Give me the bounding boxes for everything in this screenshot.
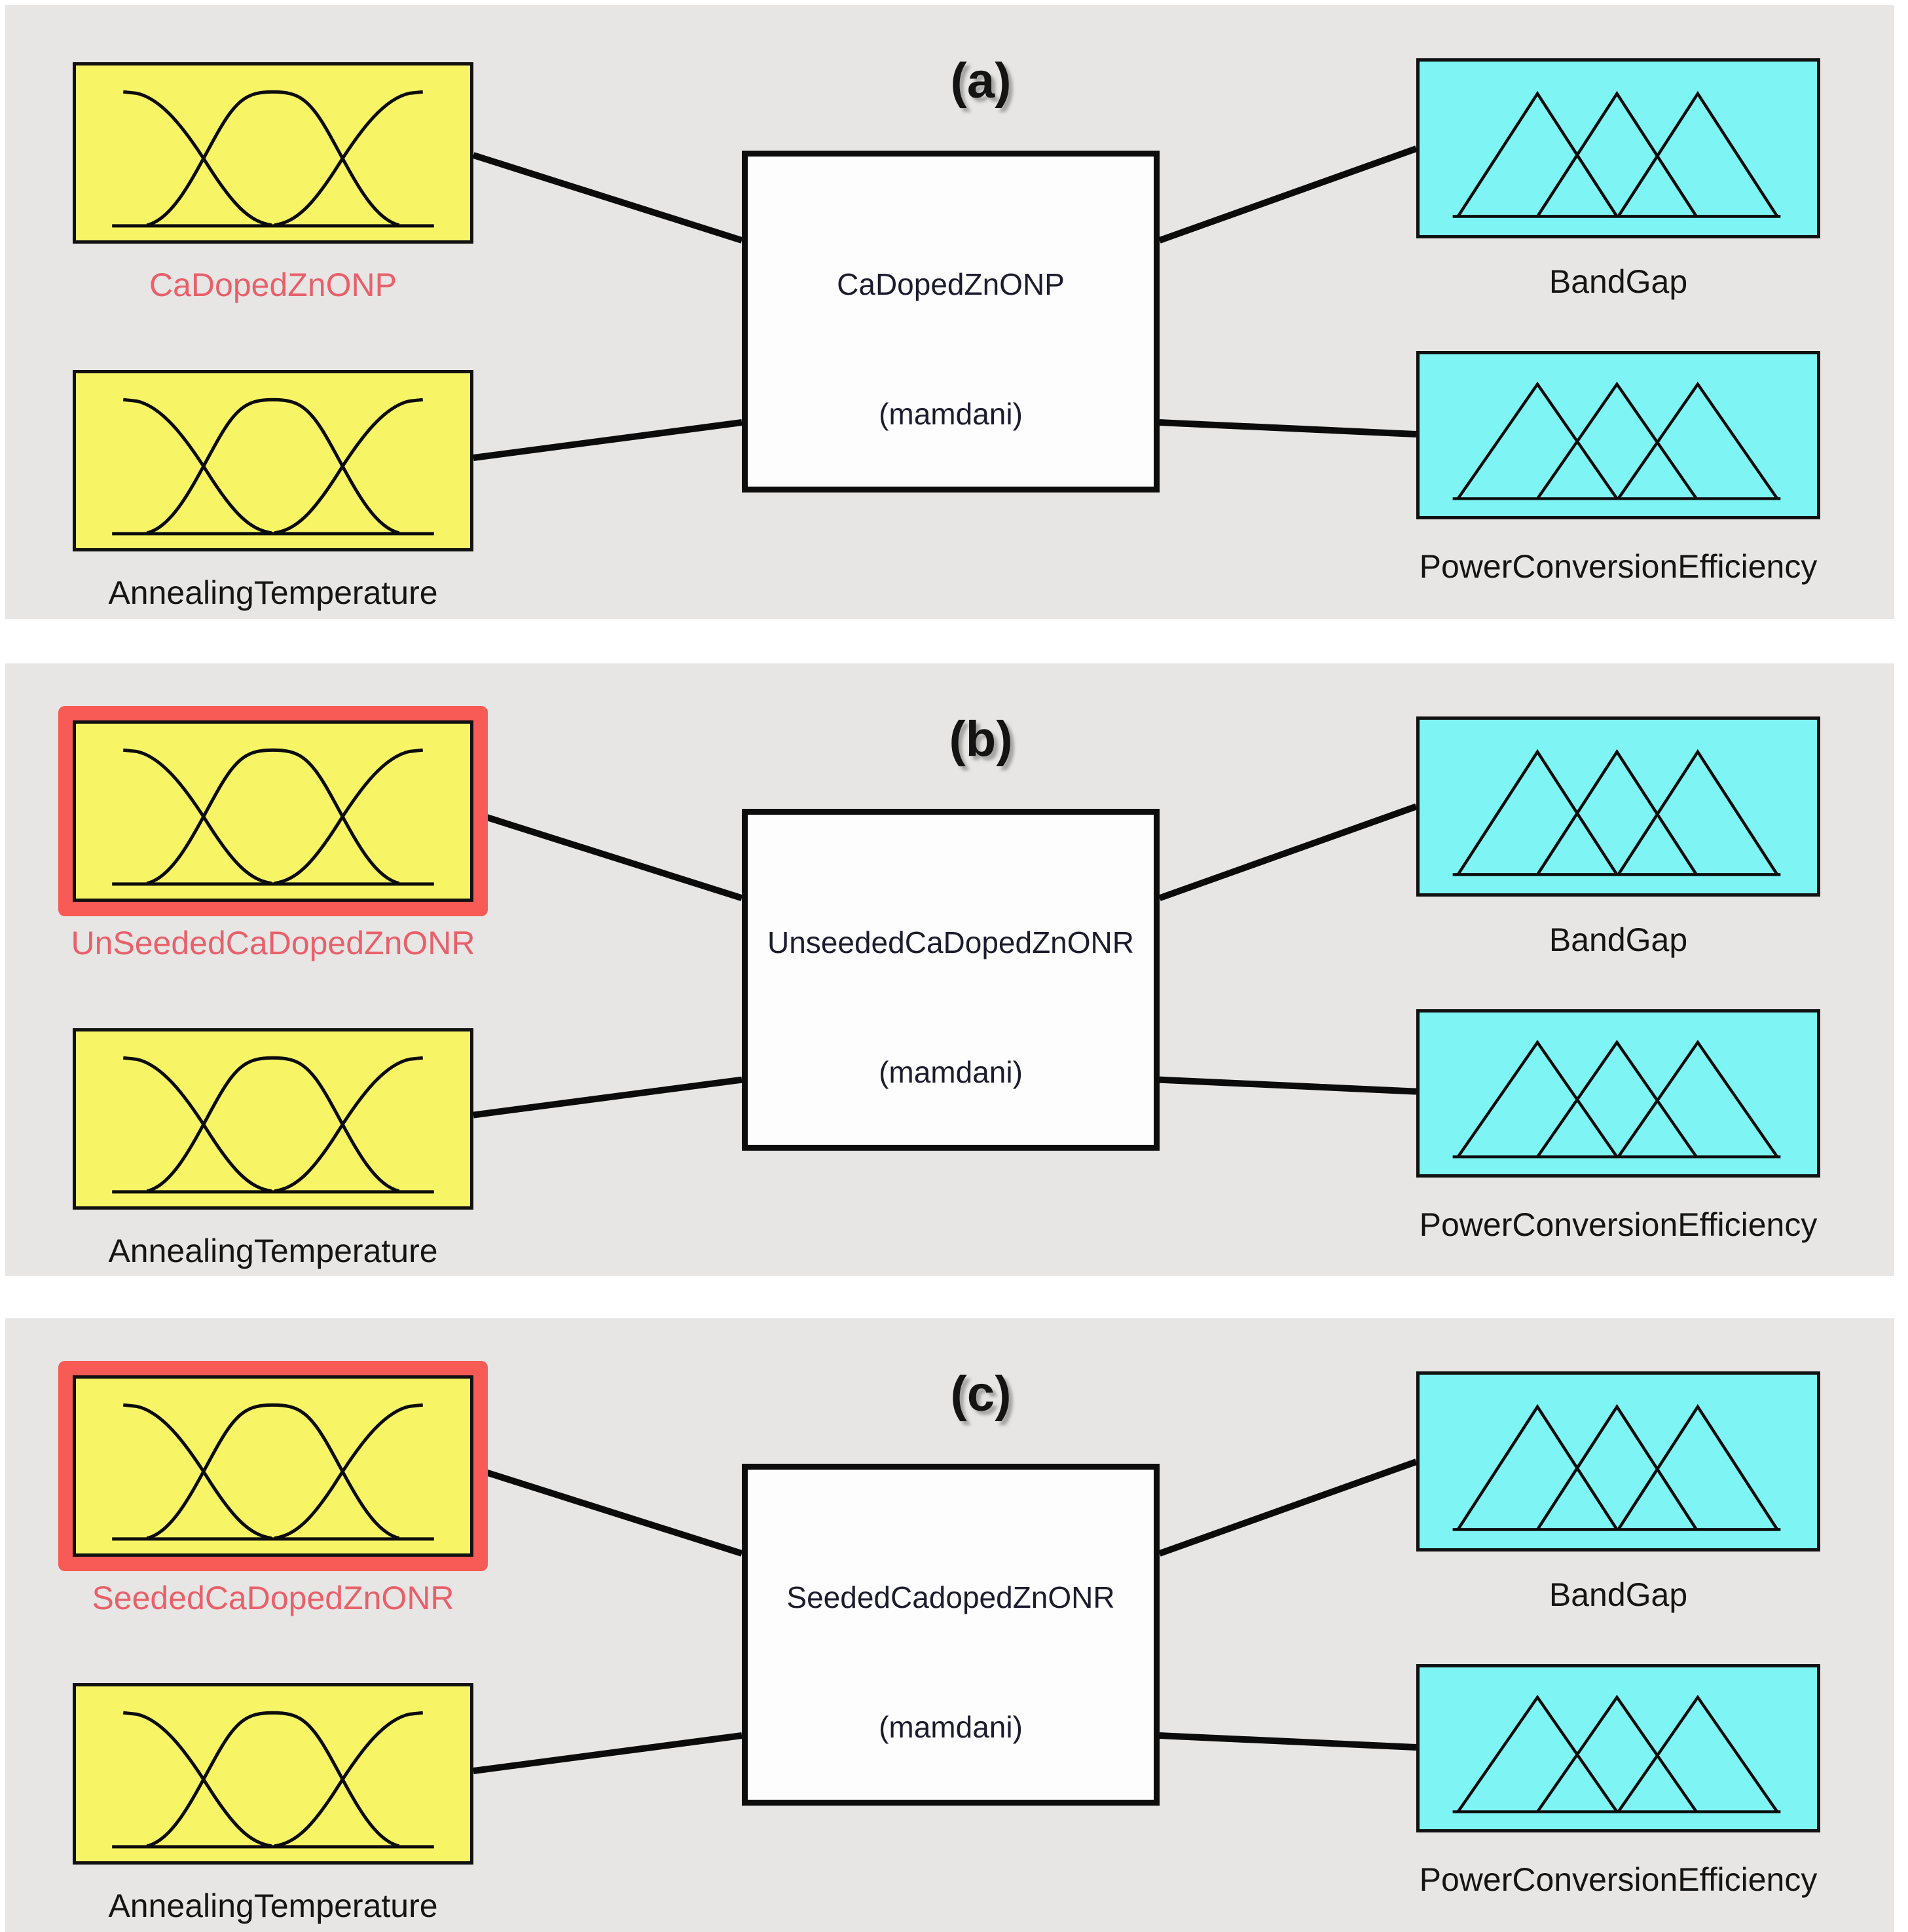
output-mf-box-1[interactable] [1416, 58, 1820, 238]
gaussian-mf-curves-icon [112, 90, 434, 228]
input-label-1: UnSeededCaDopedZnONR [71, 925, 475, 961]
input-label-1: CaDopedZnONP [149, 267, 397, 303]
panel-label: (b) [949, 711, 1013, 767]
system-name: SeededCadopedZnONR [786, 1580, 1115, 1614]
output-mf-box-1[interactable] [1416, 716, 1820, 897]
panel-c: (c) SeededCaDopedZnONR AnnealingTemperat… [5, 1318, 1894, 1932]
system-name: CaDopedZnONP [837, 267, 1065, 301]
output-mf-box-2[interactable] [1416, 351, 1820, 519]
selected-input-highlight [58, 706, 488, 916]
input-label-2: AnnealingTemperature [108, 1887, 438, 1924]
system-box[interactable]: CaDopedZnONP (mamdani) [742, 151, 1160, 492]
system-inference-type: (mamdani) [879, 1055, 1023, 1089]
output-mf-box-2[interactable] [1416, 1009, 1820, 1178]
input-mf-box-2[interactable] [73, 1028, 473, 1210]
connection-line [473, 419, 743, 461]
system-name: UnseededCaDopedZnONR [767, 925, 1134, 959]
system-inference-type: (mamdani) [879, 397, 1023, 431]
triangular-mf-curves-icon [1452, 1694, 1781, 1813]
triangular-mf-curves-icon [1452, 90, 1781, 218]
input-label-2: AnnealingTemperature [108, 1233, 438, 1269]
system-inference-type: (mamdani) [879, 1710, 1023, 1744]
output-label-1: BandGap [1549, 1576, 1688, 1613]
output-label-2: PowerConversionEfficiency [1419, 548, 1818, 585]
panel-label: (a) [950, 53, 1012, 109]
panel-b: (b) UnSeededCaDopedZnONR AnnealingTemper… [5, 663, 1894, 1276]
output-mf-box-1[interactable] [1416, 1371, 1820, 1551]
output-label-2: PowerConversionEfficiency [1419, 1206, 1818, 1243]
connection-line [473, 1732, 743, 1774]
connection-lines [472, 145, 1418, 461]
input-mf-box-1[interactable] [73, 62, 473, 244]
system-box[interactable]: UnseededCaDopedZnONR (mamdani) [742, 809, 1160, 1151]
connection-line [1158, 1458, 1418, 1557]
triangular-mf-curves-icon [1452, 1039, 1781, 1159]
connection-lines [472, 803, 1418, 1119]
output-label-1: BandGap [1549, 921, 1688, 958]
output-label-1: BandGap [1549, 263, 1688, 300]
output-mf-box-2[interactable] [1416, 1664, 1820, 1832]
triangular-mf-curves-icon [1452, 749, 1781, 876]
gaussian-mf-curves-icon [112, 1056, 434, 1194]
input-label-2: AnnealingTemperature [108, 574, 438, 611]
connection-line [472, 1465, 743, 1557]
connection-line [1159, 1076, 1417, 1095]
system-box[interactable]: SeededCadopedZnONR (mamdani) [742, 1464, 1160, 1806]
input-mf-box-1[interactable] [73, 1375, 473, 1557]
input-mf-box-2[interactable] [73, 1683, 473, 1865]
input-mf-box-1[interactable] [73, 720, 473, 902]
output-label-2: PowerConversionEfficiency [1419, 1861, 1818, 1898]
gaussian-mf-curves-icon [112, 398, 434, 536]
input-mf-box-2[interactable] [73, 370, 473, 551]
connection-line [1159, 1732, 1417, 1751]
connection-line [1158, 803, 1418, 901]
connection-line [473, 1076, 743, 1119]
selected-input-highlight [58, 1361, 488, 1571]
connection-line [1159, 419, 1417, 437]
gaussian-mf-curves-icon [112, 748, 434, 886]
panel-a: (a) CaDopedZnONP AnnealingTemperature Ca… [5, 5, 1894, 619]
connection-line [1158, 145, 1418, 244]
panel-label: (c) [950, 1366, 1012, 1422]
triangular-mf-curves-icon [1452, 381, 1781, 500]
connection-line [472, 152, 743, 244]
connection-line [472, 809, 743, 901]
connection-lines [472, 1458, 1418, 1774]
input-label-1: SeededCaDopedZnONR [92, 1580, 454, 1616]
gaussian-mf-curves-icon [112, 1403, 434, 1541]
gaussian-mf-curves-icon [112, 1711, 434, 1849]
triangular-mf-curves-icon [1452, 1403, 1781, 1531]
